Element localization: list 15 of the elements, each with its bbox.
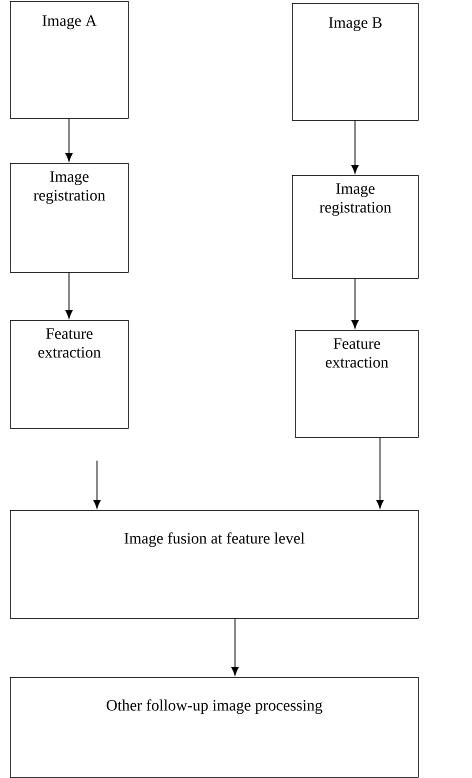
process-box: Image fusion at feature level — [10, 510, 419, 619]
arrow — [65, 272, 73, 319]
process-box: Image B — [292, 3, 419, 121]
arrow — [231, 618, 239, 676]
arrow — [351, 120, 359, 174]
process-box: Image registration — [292, 175, 419, 279]
process-box: Image registration — [10, 163, 129, 273]
arrow — [351, 278, 359, 329]
arrow — [376, 437, 384, 509]
arrow — [65, 118, 73, 162]
process-box: Image A — [10, 1, 129, 119]
arrow — [93, 460, 101, 509]
process-box: Other follow-up image processing — [10, 677, 419, 778]
process-box: Feature extraction — [10, 320, 129, 429]
process-box: Feature extraction — [295, 330, 419, 438]
